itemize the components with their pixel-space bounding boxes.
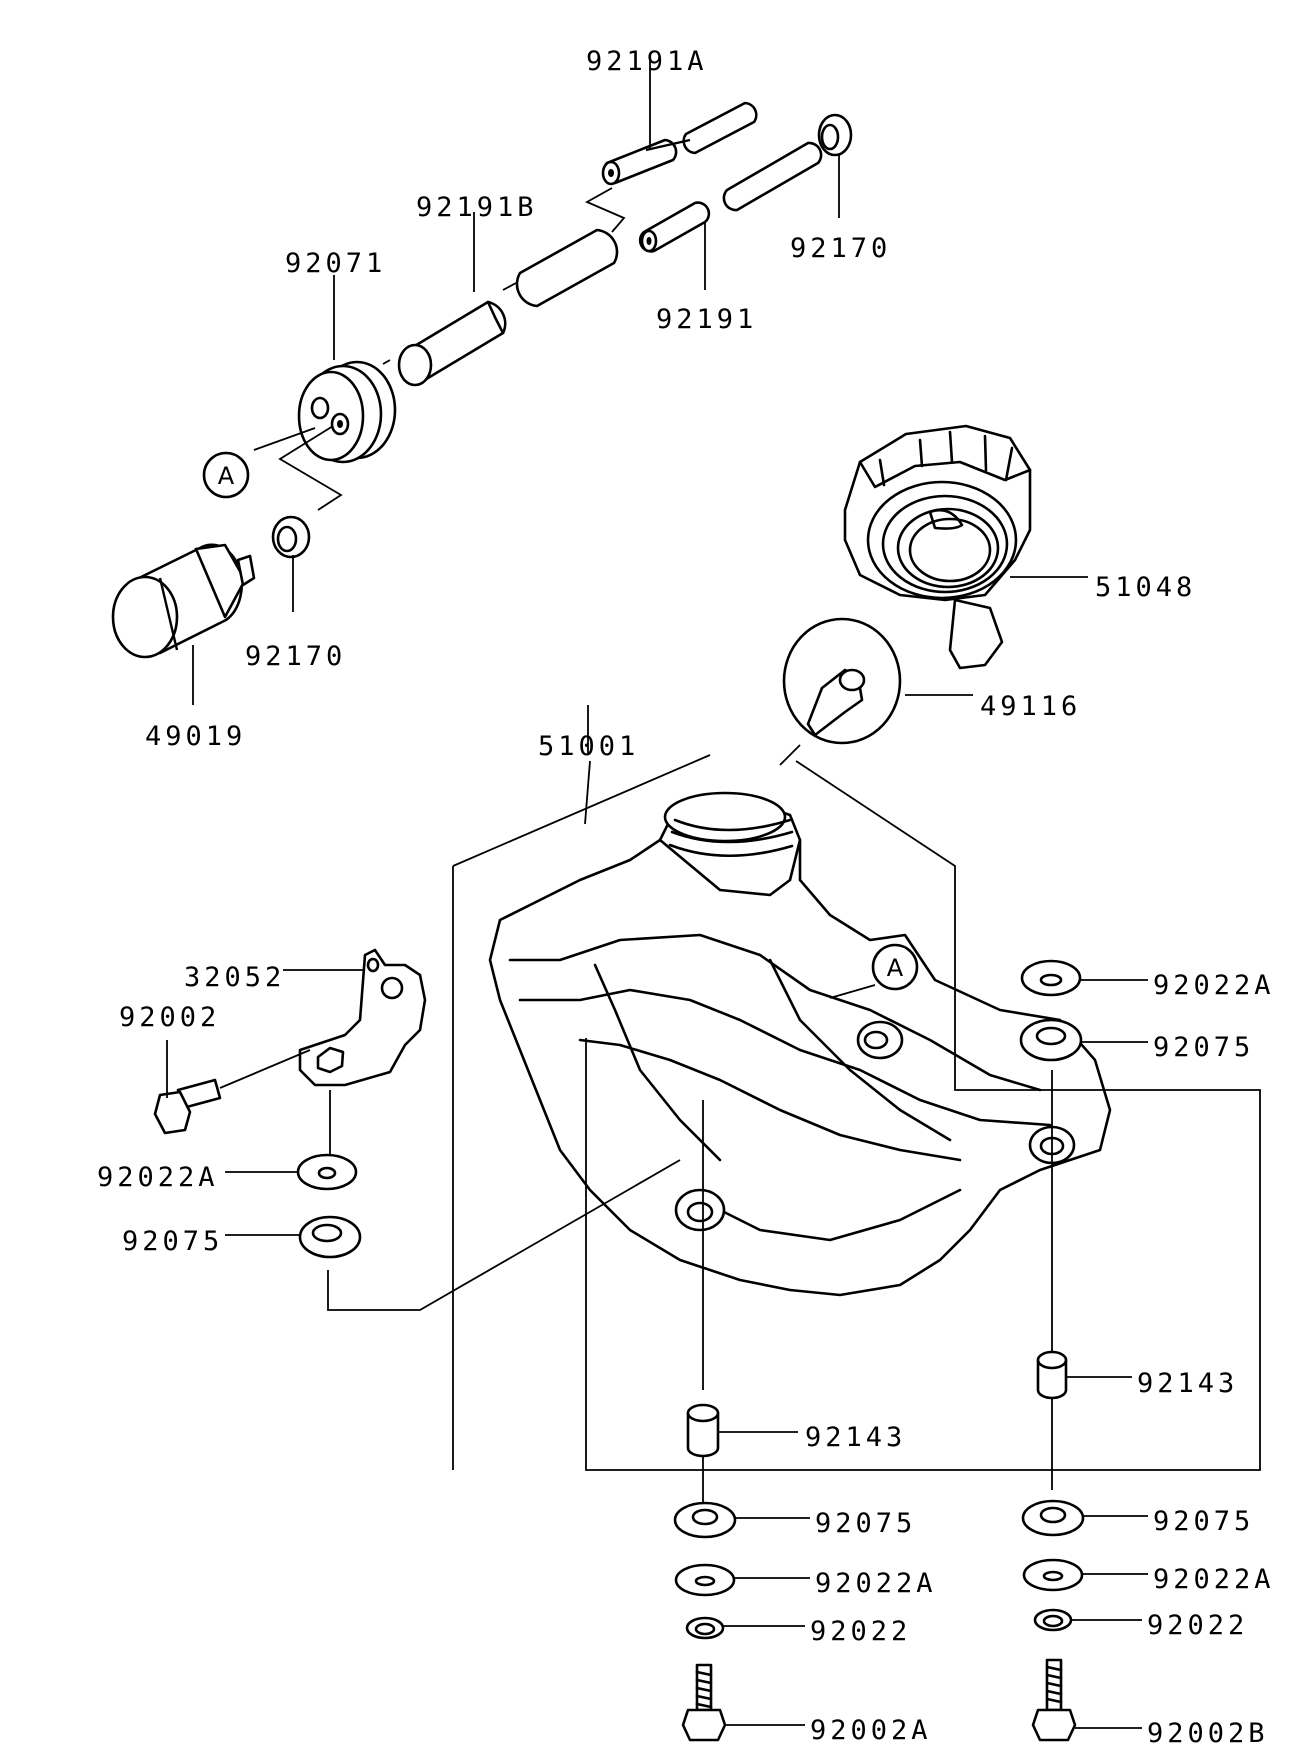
fuel-hose-92191A bbox=[601, 101, 758, 186]
connector-line bbox=[278, 425, 343, 511]
label-92191A: 92191A bbox=[586, 46, 708, 77]
label-92191: 92191 bbox=[656, 304, 757, 335]
label-49116: 49116 bbox=[980, 691, 1081, 722]
connector-line bbox=[584, 187, 626, 233]
ref-a-tank-label: A bbox=[887, 954, 904, 982]
ref-circle-a-left: A bbox=[202, 451, 250, 499]
fuel-filter-49019 bbox=[111, 543, 256, 659]
washer-92170-top bbox=[817, 113, 853, 157]
label-92075-right-bottom: 92075 bbox=[1153, 1506, 1254, 1537]
label-92075-center: 92075 bbox=[815, 1508, 916, 1539]
washer-92022A-center bbox=[674, 1563, 736, 1597]
frame-line bbox=[585, 760, 1261, 1471]
label-92170-left: 92170 bbox=[245, 641, 346, 672]
washer-92022-right bbox=[1033, 1608, 1073, 1632]
label-51048: 51048 bbox=[1095, 572, 1196, 603]
connector-line bbox=[382, 359, 391, 365]
connector-line bbox=[327, 1159, 681, 1311]
label-92002: 92002 bbox=[119, 1002, 220, 1033]
label-49019: 49019 bbox=[145, 721, 246, 752]
washer-92022-center bbox=[685, 1616, 725, 1640]
grommet-92071 bbox=[297, 360, 397, 464]
fuel-tank-51001 bbox=[327, 744, 1261, 1505]
label-92022-right: 92022 bbox=[1147, 1610, 1248, 1641]
label-51001: 51001 bbox=[538, 731, 639, 762]
label-92071: 92071 bbox=[285, 248, 386, 279]
fuel-hose-92191B bbox=[397, 228, 619, 387]
washer-92022A-left bbox=[296, 1153, 358, 1191]
ref-a-left-label: A bbox=[218, 462, 235, 490]
screw-92002 bbox=[153, 1049, 311, 1135]
label-92191B: 92191B bbox=[416, 192, 538, 223]
label-92170-top: 92170 bbox=[790, 233, 891, 264]
fuel-cap-51048 bbox=[843, 424, 1088, 670]
frame-line bbox=[452, 754, 711, 867]
seal-49116 bbox=[782, 617, 973, 745]
washer-92022A-right-bottom bbox=[1022, 1558, 1084, 1592]
ref-circle-a-tank: A bbox=[871, 943, 919, 991]
bracket-32052 bbox=[298, 948, 427, 1087]
washer-92075-center bbox=[673, 1501, 737, 1539]
washer-92170-left bbox=[271, 515, 311, 559]
label-92075-left: 92075 bbox=[122, 1226, 223, 1257]
label-92143-right: 92143 bbox=[1137, 1368, 1238, 1399]
label-92075-right-top: 92075 bbox=[1153, 1032, 1254, 1063]
bolt-92002B bbox=[1031, 1658, 1077, 1742]
leader-lines bbox=[166, 60, 1148, 1729]
label-92022A-right-top: 92022A bbox=[1153, 970, 1275, 1001]
collar-92143-center bbox=[686, 1403, 720, 1458]
label-92143-center: 92143 bbox=[805, 1422, 906, 1453]
label-92002B: 92002B bbox=[1147, 1718, 1269, 1749]
bolt-92002A bbox=[681, 1663, 727, 1742]
label-92022A-center: 92022A bbox=[815, 1568, 937, 1599]
label-92022A-right-bottom: 92022A bbox=[1153, 1564, 1275, 1595]
washer-92022A-right-top bbox=[1020, 959, 1082, 997]
label-92022-center: 92022 bbox=[810, 1616, 911, 1647]
washer-92075-left bbox=[298, 1215, 362, 1259]
connector-line bbox=[502, 282, 517, 291]
collar-92143-right bbox=[1036, 1350, 1068, 1400]
washer-92075-right-bottom bbox=[1021, 1499, 1085, 1537]
label-92002A: 92002A bbox=[810, 1715, 932, 1746]
label-92022A-left: 92022A bbox=[97, 1162, 219, 1193]
label-32052: 32052 bbox=[184, 962, 285, 993]
washer-92075-right-top bbox=[1019, 1018, 1083, 1062]
